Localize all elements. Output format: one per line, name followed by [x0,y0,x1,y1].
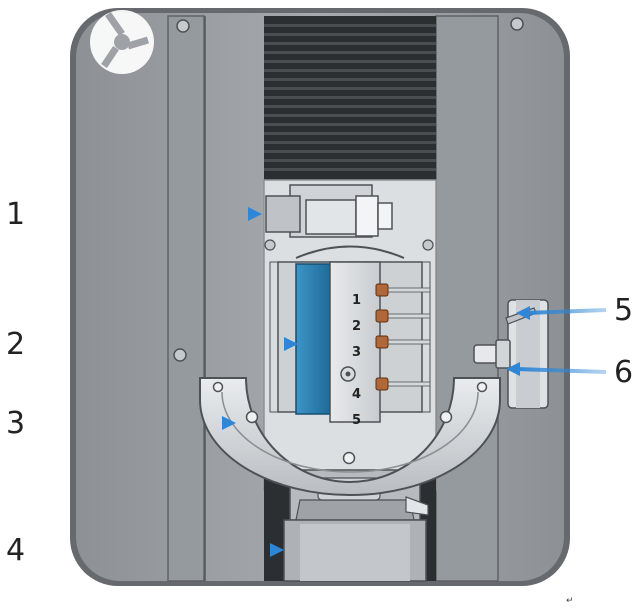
vent-slat [264,123,436,126]
vent-slat [264,69,436,72]
slot-numbers: 1 2 3 4 5 [352,293,361,428]
vent-slat [264,132,436,135]
fan-grille-icon [90,10,154,74]
vent-slat [264,87,436,90]
copper-pin [375,309,389,323]
vent-slat [264,141,436,144]
copper-pin [375,335,389,349]
vent-slat [264,42,436,45]
slot-number-2: 2 [352,319,361,334]
callout-label-5: 5 [614,293,634,328]
pin-rod [383,313,431,319]
callout-label-1: 1 [6,197,26,232]
vent-slat [264,33,436,36]
vent-slat [264,78,436,81]
callout-label-3: 3 [6,406,26,441]
vent-slat [264,159,436,162]
pin-rod [383,381,431,387]
copper-pins [375,283,431,391]
vent-slat [264,114,436,117]
vent-slat [264,96,436,99]
vent-slat [264,60,436,63]
vent-slat [264,51,436,54]
top-clamp [265,184,393,238]
clamp-ring [199,377,501,496]
housing-screws [173,17,524,362]
slot-number-4: 4 [352,387,361,402]
slot-number-3: 3 [352,345,361,360]
callout-label-6: 6 [614,355,634,390]
callout-label-4: 4 [6,533,26,568]
return-mark: ↵ [566,596,574,606]
vent-slat [264,168,436,171]
pin-rod [383,339,431,345]
vent-slat [264,150,436,153]
slot-number-1: 1 [352,293,361,308]
slot-number-5: 5 [352,413,361,428]
callout-arrows [33,207,607,557]
copper-pin [375,283,389,297]
sample-holder [295,261,381,423]
copper-pin [375,377,389,391]
pin-rod [383,287,431,293]
callout-label-2: 2 [6,327,26,362]
vent-slat [264,24,436,27]
vent-slat [264,105,436,108]
